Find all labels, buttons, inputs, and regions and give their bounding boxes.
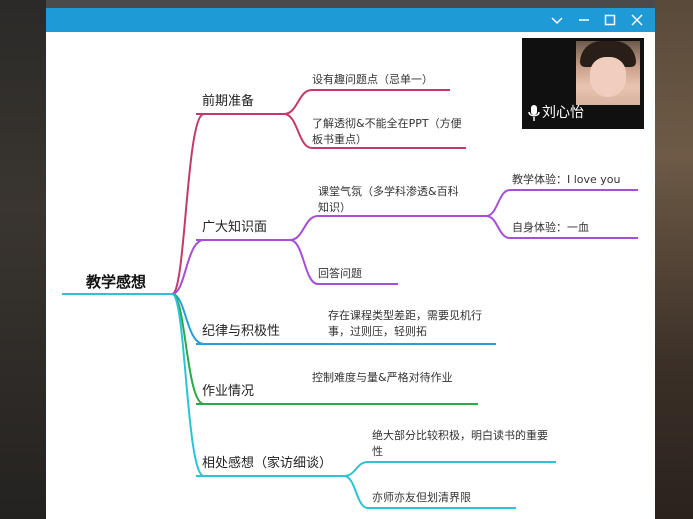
branch-label-5: 相处感想（家访细谈） [202,456,332,472]
node-text: 了解透彻&不能全在PPT（方便板书重点） [312,116,464,148]
node-text: 设有趣问题点（忌单一） [312,72,433,88]
chevron-down-icon[interactable] [544,8,570,32]
connector-item-1-1 [284,90,312,114]
close-icon[interactable] [624,8,650,32]
video-tile[interactable]: 刘心怡 [522,38,644,129]
branch-label-4: 作业情况 [202,384,254,400]
background-left [0,0,46,519]
title-bar [46,8,655,32]
background-right [655,0,693,519]
branch-label-3: 纪律与积极性 [202,324,280,340]
node-text: 存在课程类型差距，需要见机行事，过则压，轻则拓 [328,308,496,340]
node-text: 自身体验：一血 [512,220,589,236]
node-text: 课堂气氛（多学科渗透&百科知识） [318,184,468,216]
node-text: 绝大部分比较积极，明白读书的重要性 [372,428,548,460]
connector-branch-1 [172,114,204,294]
mindmap-root: 教学感想 [86,274,146,290]
participant-name: 刘心怡 [542,102,584,122]
connector-item-2-2 [290,240,318,284]
viewer-window: 教学感想 前期准备 广大知识面 纪律与积极性 作业情况 相处感想（家访细谈） 设… [46,8,655,519]
connector-item-2-1 [290,216,318,240]
connector-subitem-2-2 [486,216,510,238]
connector-branch-4 [172,294,204,404]
microphone-icon [528,104,540,122]
connector-item-5-1 [344,462,368,476]
node-text: 控制难度与量&严格对待作业 [312,370,474,386]
background-top [46,0,655,8]
minimize-icon[interactable] [571,8,597,32]
maximize-icon[interactable] [597,8,623,32]
branch-label-1: 前期准备 [202,94,254,110]
node-text: 教学体验：I love you [512,172,621,188]
connector-subitem-2-1 [486,190,510,216]
participant-video [576,41,640,105]
connector-item-5-2 [344,476,368,508]
connector-item-1-2 [284,114,312,148]
node-text: 亦师亦友但划清界限 [372,490,471,506]
branch-label-2: 广大知识面 [202,220,267,236]
node-text: 回答问题 [318,266,362,282]
